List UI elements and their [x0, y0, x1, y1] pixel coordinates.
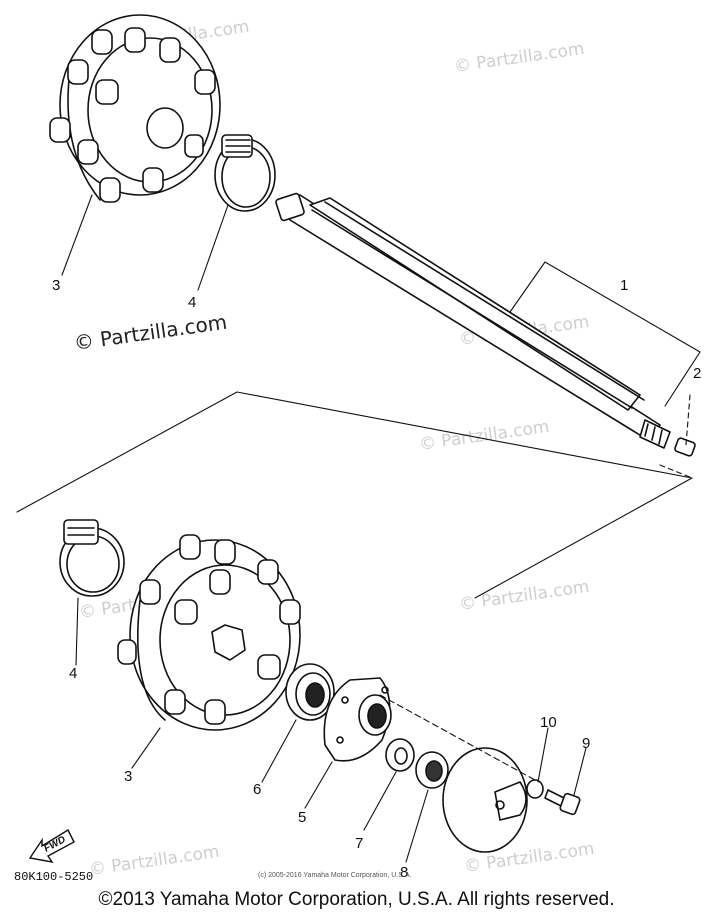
band-clamp-lower — [59, 519, 125, 597]
callout-6: 6 — [253, 781, 261, 798]
sprocket-upper — [49, 14, 221, 203]
band-clamp-upper — [214, 134, 276, 212]
callout-5: 5 — [298, 809, 306, 826]
callout-8: 8 — [400, 864, 408, 881]
leader-lines — [61, 194, 587, 863]
callout-4-lower: 4 — [69, 665, 77, 682]
watermark-dark: © Partzilla.com — [72, 310, 228, 355]
callout-9: 9 — [582, 735, 590, 752]
callout-2: 2 — [693, 365, 701, 382]
callout-3-lower: 3 — [124, 768, 132, 785]
callout-bracket-1 — [509, 261, 701, 407]
washer — [385, 738, 415, 772]
callout-3-upper: 3 — [52, 277, 60, 294]
watermark: © Partzilla.com — [418, 417, 551, 455]
callout-10: 10 — [540, 714, 557, 731]
callout-7: 7 — [355, 835, 363, 852]
bearing — [285, 663, 335, 721]
callout-4-upper: 4 — [188, 294, 196, 311]
spacer — [415, 751, 449, 789]
assembly-outline — [16, 391, 693, 599]
part-code: 80K100-5250 — [14, 870, 93, 884]
bearing-housing — [323, 677, 392, 762]
assembly-axis — [379, 694, 536, 781]
end-nut — [674, 437, 696, 457]
drive-shaft — [275, 192, 671, 449]
bolt — [544, 789, 581, 816]
sprocket-lower — [117, 534, 301, 731]
lock-washer — [526, 779, 544, 799]
fwd-arrow-icon: FWD — [28, 829, 75, 863]
watermark: © Partzilla.com — [453, 39, 586, 77]
callout-1: 1 — [620, 277, 628, 294]
axle-flange — [442, 747, 528, 853]
copyright-footer: ©2013 Yamaha Motor Corporation, U.S.A. A… — [98, 889, 615, 910]
watermark: © Partzilla.com — [88, 842, 221, 880]
small-copyright: (c) 2005-2016 Yamaha Motor Corporation, … — [258, 872, 411, 879]
